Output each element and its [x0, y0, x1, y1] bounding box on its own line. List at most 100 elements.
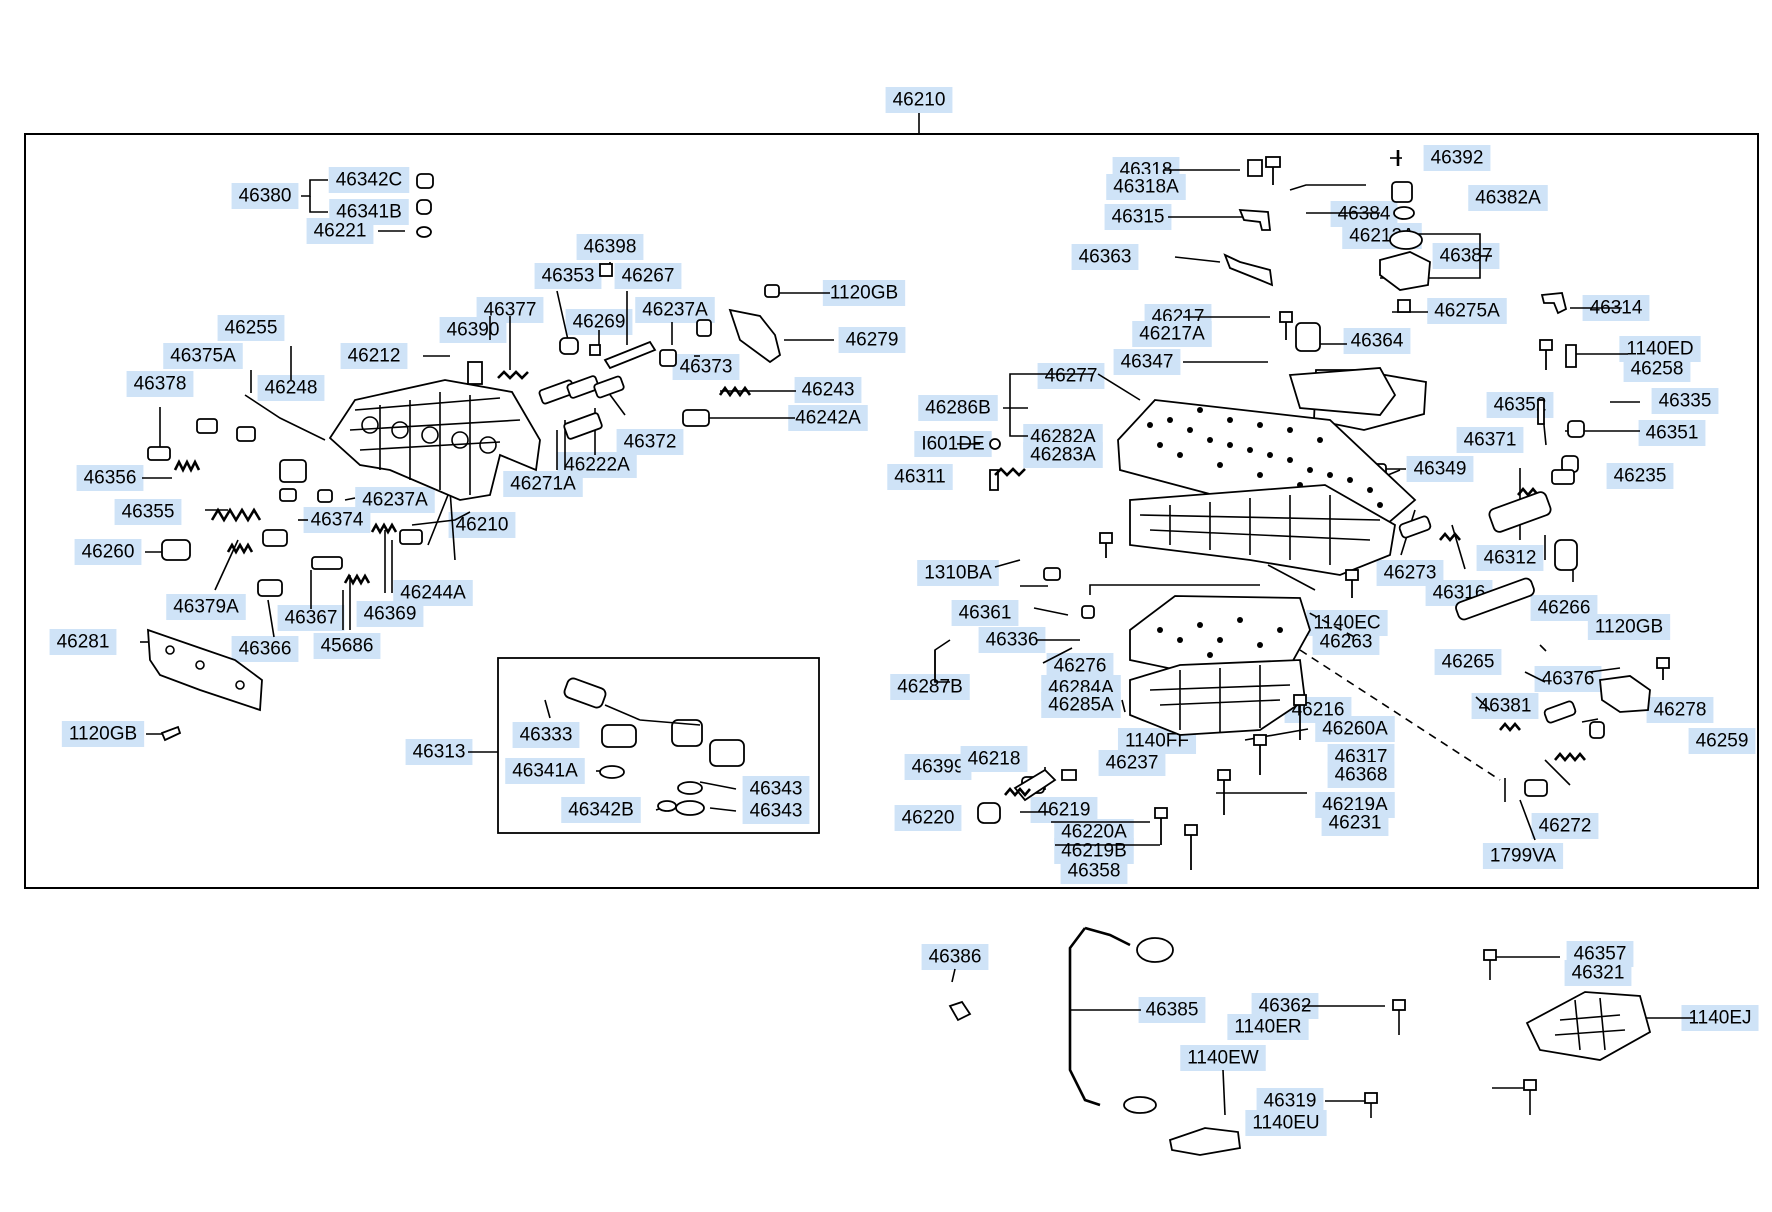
part-number: 1140ER — [1234, 1017, 1301, 1038]
part-number: 46218 — [968, 749, 1021, 770]
part-number: 1140EW — [1187, 1048, 1259, 1069]
part-label: 46385 — [1138, 997, 1206, 1023]
part-number: 46333 — [520, 725, 573, 746]
part-label: 46242A — [788, 405, 868, 431]
part-label: 46279 — [838, 327, 906, 353]
part-number: 46210 — [893, 90, 946, 111]
part-number: 46231 — [1329, 813, 1382, 834]
part-number: 46390 — [447, 320, 500, 341]
part-number: 46260 — [82, 542, 135, 563]
part-number: 46364 — [1351, 331, 1404, 352]
part-number: 46362 — [1259, 996, 1312, 1017]
part-number: 46353 — [542, 266, 595, 287]
part-label: 46277 — [1037, 363, 1105, 389]
solenoid-inset-frame — [497, 657, 820, 834]
part-number: 1310BA — [924, 563, 992, 584]
part-label: 1120GB — [61, 721, 145, 747]
part-label: 46278 — [1646, 697, 1714, 723]
part-number: 46371 — [1464, 430, 1517, 451]
part-label: 46272 — [1531, 813, 1599, 839]
part-number: 46358 — [1068, 861, 1121, 882]
part-number: 46341A — [512, 761, 578, 782]
part-label: 46368 — [1327, 762, 1395, 788]
part-label: 46351 — [1638, 420, 1706, 446]
part-number: 46368 — [1335, 765, 1388, 786]
part-number: 46356 — [84, 468, 137, 489]
valve-body-lower — [1129, 484, 1396, 576]
part-label: 46266 — [1530, 595, 1598, 621]
part-label: 46311 — [887, 464, 953, 490]
part-number: 46351 — [1646, 423, 1699, 444]
part-number: 46278 — [1654, 700, 1707, 721]
part-number: 46377 — [484, 300, 537, 321]
part-label: 46318A — [1106, 174, 1186, 200]
part-label: 46342C — [328, 167, 410, 193]
part-label: 46343 — [742, 798, 810, 824]
part-label: 46286B — [918, 395, 998, 421]
part-number: 46255 — [225, 318, 278, 339]
part-number: 46381 — [1479, 696, 1532, 717]
part-label: 46375A — [163, 343, 243, 369]
part-number: 46398 — [584, 237, 637, 258]
part-number: 46248 — [265, 378, 318, 399]
part-drawings — [147, 150, 1670, 1156]
part-number: 46347 — [1121, 352, 1174, 373]
part-label: 46373 — [672, 354, 740, 380]
part-number: 46285A — [1048, 695, 1114, 716]
part-label: 1799VA — [1482, 843, 1564, 869]
part-label: 46210 — [448, 512, 516, 538]
part-number: 46242A — [795, 408, 861, 429]
part-label: 46218 — [960, 746, 1028, 772]
part-number: 46379A — [173, 597, 239, 618]
part-label: 46380 — [231, 183, 299, 209]
part-label: 46271A — [503, 471, 583, 497]
part-label: 46212 — [340, 343, 408, 369]
part-label: 1140EW — [1180, 1045, 1266, 1071]
part-number: 46210 — [456, 515, 509, 536]
part-number: 46319 — [1264, 1091, 1317, 1112]
oil-strainer-46321 — [1525, 991, 1652, 1061]
part-number: 1120GB — [1595, 617, 1663, 638]
part-label: 46220 — [894, 805, 962, 831]
part-label: 46281 — [49, 629, 117, 655]
part-label: 45686 — [313, 633, 381, 659]
part-label: 46217A — [1132, 321, 1212, 347]
part-number: 46336 — [986, 630, 1039, 651]
part-number: 46272 — [1539, 816, 1592, 837]
part-label: 46372 — [616, 429, 684, 455]
part-number: 46237 — [1106, 753, 1159, 774]
part-label: 46343 — [742, 776, 810, 802]
part-label: 46267 — [614, 263, 682, 289]
part-label: 46376 — [1534, 666, 1602, 692]
part-label: 46258 — [1623, 356, 1691, 382]
part-number: 46384 — [1338, 204, 1391, 225]
part-label: 1120GB — [822, 280, 906, 306]
valve-body-upper — [328, 379, 541, 501]
part-number: 46315 — [1112, 207, 1165, 228]
part-number: 46382A — [1475, 188, 1541, 209]
part-label: 46367 — [277, 605, 345, 631]
assembly-frame — [24, 133, 1759, 889]
part-label: 46353 — [534, 263, 602, 289]
part-label: 46333 — [512, 722, 580, 748]
part-label: 46369 — [356, 601, 424, 627]
part-label: 46287B — [890, 674, 970, 700]
part-number: 1140EU — [1252, 1113, 1319, 1134]
part-label: 46341A — [505, 758, 585, 784]
part-label: 1140FF — [1117, 728, 1197, 754]
part-number: 46369 — [364, 604, 417, 625]
part-label: 46319 — [1256, 1088, 1324, 1114]
part-label: 46349 — [1406, 456, 1474, 482]
part-label: 46398 — [576, 234, 644, 260]
part-number: 46237A — [362, 490, 428, 511]
part-number: 46392 — [1431, 148, 1484, 169]
part-label: 46335 — [1651, 388, 1719, 414]
plate-46281 — [147, 628, 263, 712]
part-number: 46258 — [1631, 359, 1684, 380]
part-number: 46385 — [1146, 1000, 1199, 1021]
part-label: 46321 — [1564, 960, 1632, 986]
part-number: 46335 — [1659, 391, 1712, 412]
part-number: 1799VA — [1490, 846, 1557, 867]
part-number: 46267 — [622, 266, 675, 287]
part-number: 46281 — [57, 632, 110, 653]
